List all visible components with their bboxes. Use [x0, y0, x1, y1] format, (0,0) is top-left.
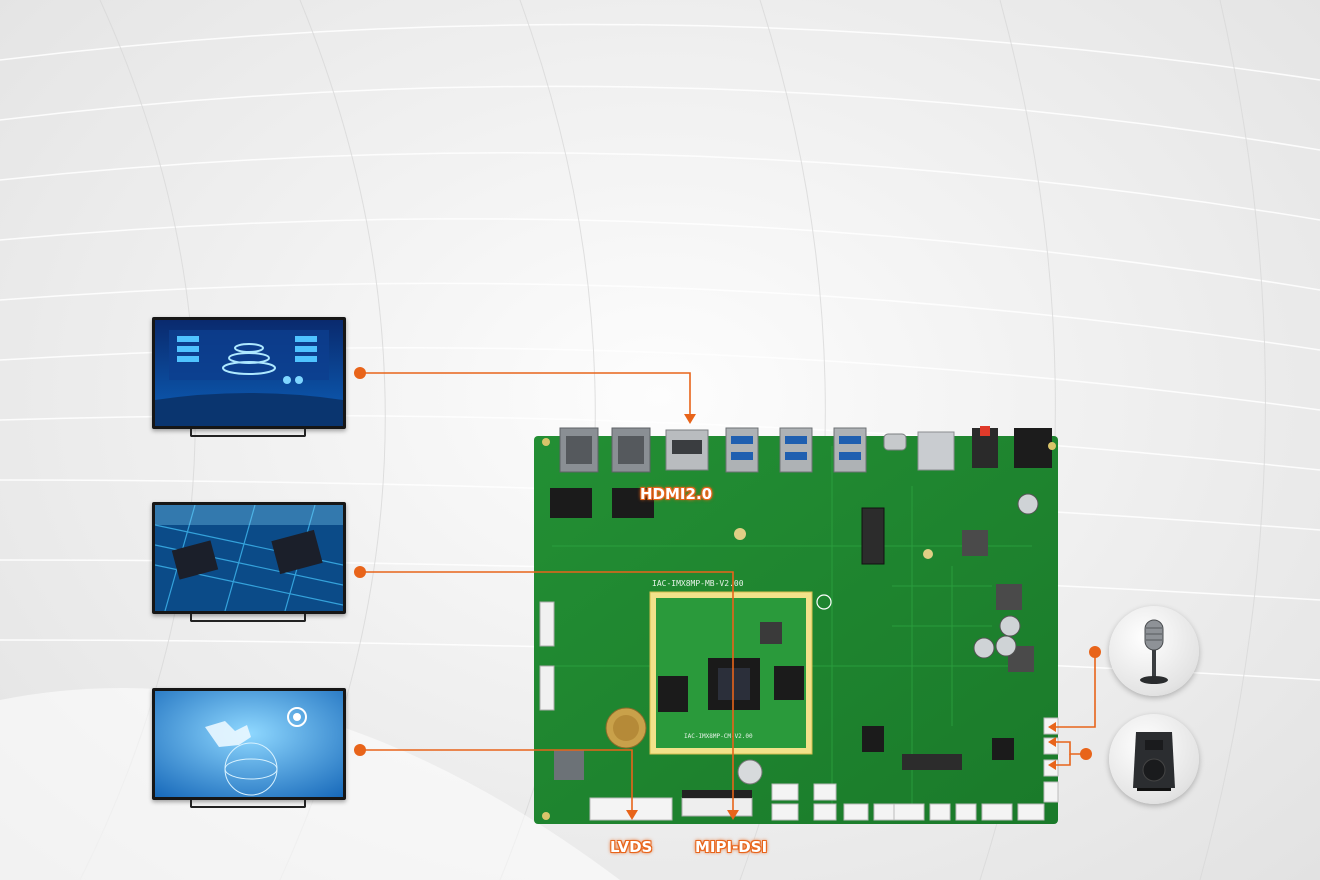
- tv-stand: [190, 800, 306, 808]
- tv-stand: [190, 429, 306, 437]
- board-model-silkscreen: IAC-IMX8MP-MB-V2.00: [652, 579, 744, 588]
- speaker-icon: [1109, 714, 1199, 804]
- tv-stand: [190, 614, 306, 622]
- tv-screen-robot-hand: [152, 688, 346, 800]
- microphone-icon: [1109, 606, 1199, 696]
- hdmi-label: HDMI2.0: [640, 485, 713, 503]
- lvds-label: LVDS: [610, 838, 653, 856]
- tv-screen-dashboard: [152, 317, 346, 429]
- mipi-dsi-label: MIPI-DSI: [695, 838, 768, 856]
- ethernet-ports: [559, 427, 651, 473]
- development-board: IAC-IMX8MP-MB-V2.00 IAC-IMX8MP-CM-V2.00: [532, 426, 1060, 826]
- tv-screen-circuit: [152, 502, 346, 614]
- core-model-silkscreen: IAC-IMX8MP-CM-V2.00: [684, 733, 753, 740]
